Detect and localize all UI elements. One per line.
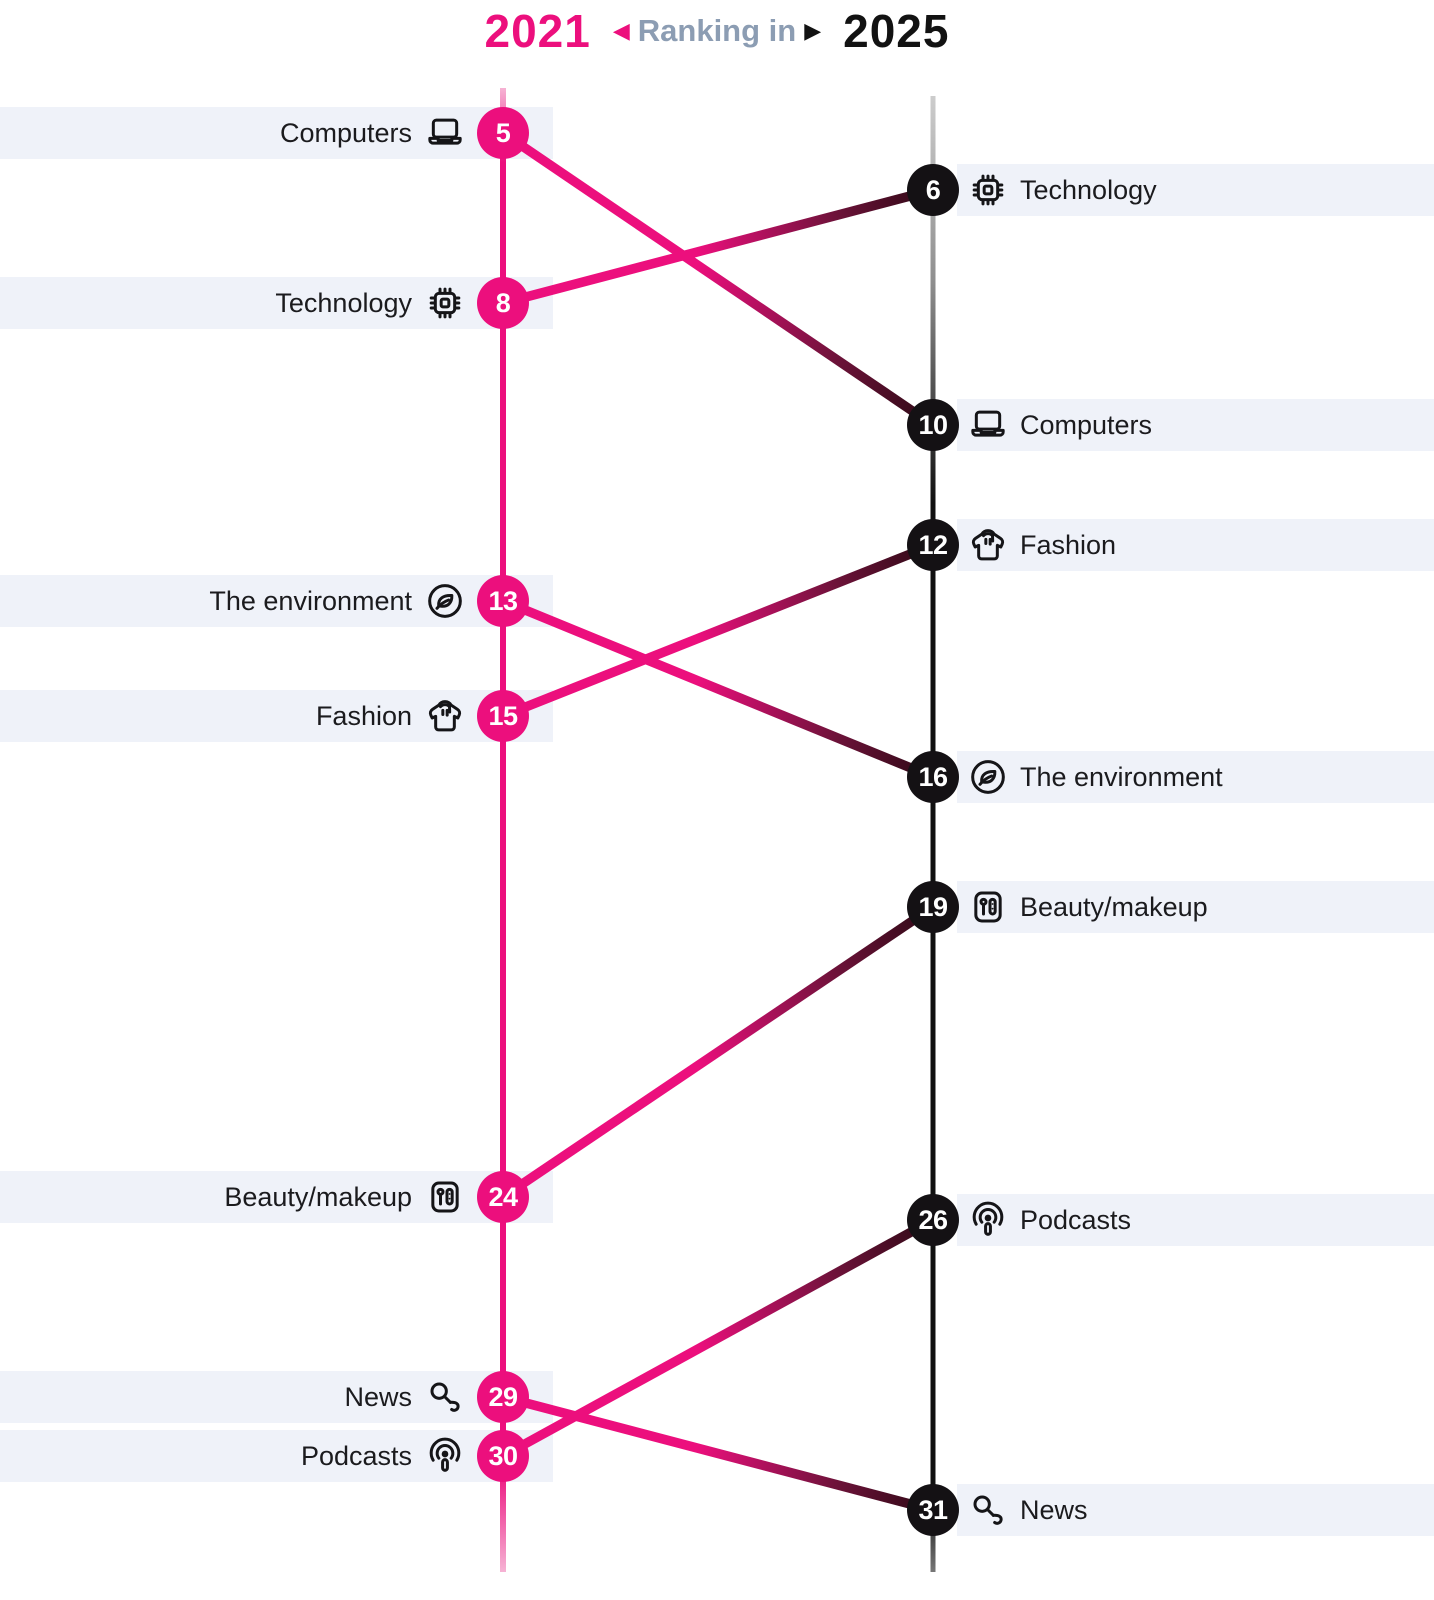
row-band-2025-computers	[957, 399, 1434, 451]
ranking-in-label: Ranking in	[637, 13, 797, 48]
left-arrow-icon: ◀	[612, 18, 630, 43]
category-label-2021-the-environment: The environment	[209, 586, 412, 616]
rank-node-2025-computers: 10	[907, 399, 959, 451]
category-label-2021-beauty-makeup: Beauty/makeup	[224, 1182, 412, 1212]
slope-line-news	[501, 1392, 935, 1515]
chip-icon	[425, 283, 465, 323]
slope-line-computers	[500, 129, 936, 429]
microphone-icon	[425, 1377, 465, 1417]
microphone-icon	[968, 1490, 1008, 1530]
rank-node-2025-news: 31	[907, 1484, 959, 1536]
category-label-2025-fashion: Fashion	[1020, 530, 1117, 560]
slope-line-podcasts	[500, 1215, 936, 1461]
hoodie-icon	[968, 525, 1008, 565]
category-label-2025-computers: Computers	[1020, 410, 1153, 440]
category-label-2025-news: News	[1020, 1495, 1088, 1525]
laptop-icon	[968, 405, 1008, 445]
rank-node-2021-computers: 5	[477, 107, 529, 159]
row-band-2025-news	[957, 1484, 1434, 1536]
row-band-2021-technology	[0, 277, 553, 329]
rank-node-2021-fashion: 15	[477, 690, 529, 742]
category-label-2021-computers: Computers	[279, 118, 412, 148]
slope-line-the-environment	[501, 596, 935, 782]
row-band-2025-the-environment	[957, 751, 1434, 803]
row-band-2021-computers	[0, 107, 553, 159]
makeup-icon	[425, 1177, 465, 1217]
slope-line-technology	[501, 185, 935, 308]
category-label-2021-podcasts: Podcasts	[300, 1441, 412, 1471]
podcast-icon	[968, 1200, 1008, 1240]
year-2025-label: 2025	[843, 5, 950, 57]
rank-node-2025-podcasts: 26	[907, 1194, 959, 1246]
row-band-2021-news	[0, 1371, 553, 1423]
rank-node-2025-the-environment: 16	[907, 751, 959, 803]
rank-node-2021-technology: 8	[477, 277, 529, 329]
category-label-2025-the-environment: The environment	[1020, 762, 1223, 792]
hoodie-icon	[425, 696, 465, 736]
row-band-2025-podcasts	[957, 1194, 1434, 1246]
laptop-icon	[425, 113, 465, 153]
podcast-icon	[425, 1436, 465, 1476]
right-arrow-icon: ▶	[804, 18, 822, 43]
category-label-2025-beauty-makeup: Beauty/makeup	[1020, 892, 1208, 922]
rank-node-2021-podcasts: 30	[477, 1430, 529, 1482]
rank-node-2021-news: 29	[477, 1371, 529, 1423]
year-2021-label: 2021	[484, 5, 591, 57]
slope-line-fashion	[501, 540, 935, 721]
row-band-2021-fashion	[0, 690, 553, 742]
leaf-icon	[425, 581, 465, 621]
rank-node-2021-the-environment: 13	[477, 575, 529, 627]
category-label-2021-news: News	[344, 1382, 412, 1412]
rank-node-2025-technology: 6	[907, 164, 959, 216]
row-band-2025-beauty-makeup	[957, 881, 1434, 933]
slope-line-beauty-makeup	[500, 903, 936, 1201]
chip-icon	[968, 170, 1008, 210]
category-label-2025-technology: Technology	[1020, 175, 1157, 205]
row-band-2025-technology	[957, 164, 1434, 216]
makeup-icon	[968, 887, 1008, 927]
rank-node-2021-beauty-makeup: 24	[477, 1171, 529, 1223]
rank-node-2025-beauty-makeup: 19	[907, 881, 959, 933]
row-band-2021-beauty-makeup	[0, 1171, 553, 1223]
category-label-2021-fashion: Fashion	[315, 701, 412, 731]
category-label-2025-podcasts: Podcasts	[1020, 1205, 1132, 1235]
rank-node-2025-fashion: 12	[907, 519, 959, 571]
chart-title: 2021 ◀ Ranking in ▶ 2025	[0, 4, 1434, 58]
row-band-2025-fashion	[957, 519, 1434, 571]
row-band-2021-podcasts	[0, 1430, 553, 1482]
leaf-icon	[968, 757, 1008, 797]
category-label-2021-technology: Technology	[275, 288, 412, 318]
